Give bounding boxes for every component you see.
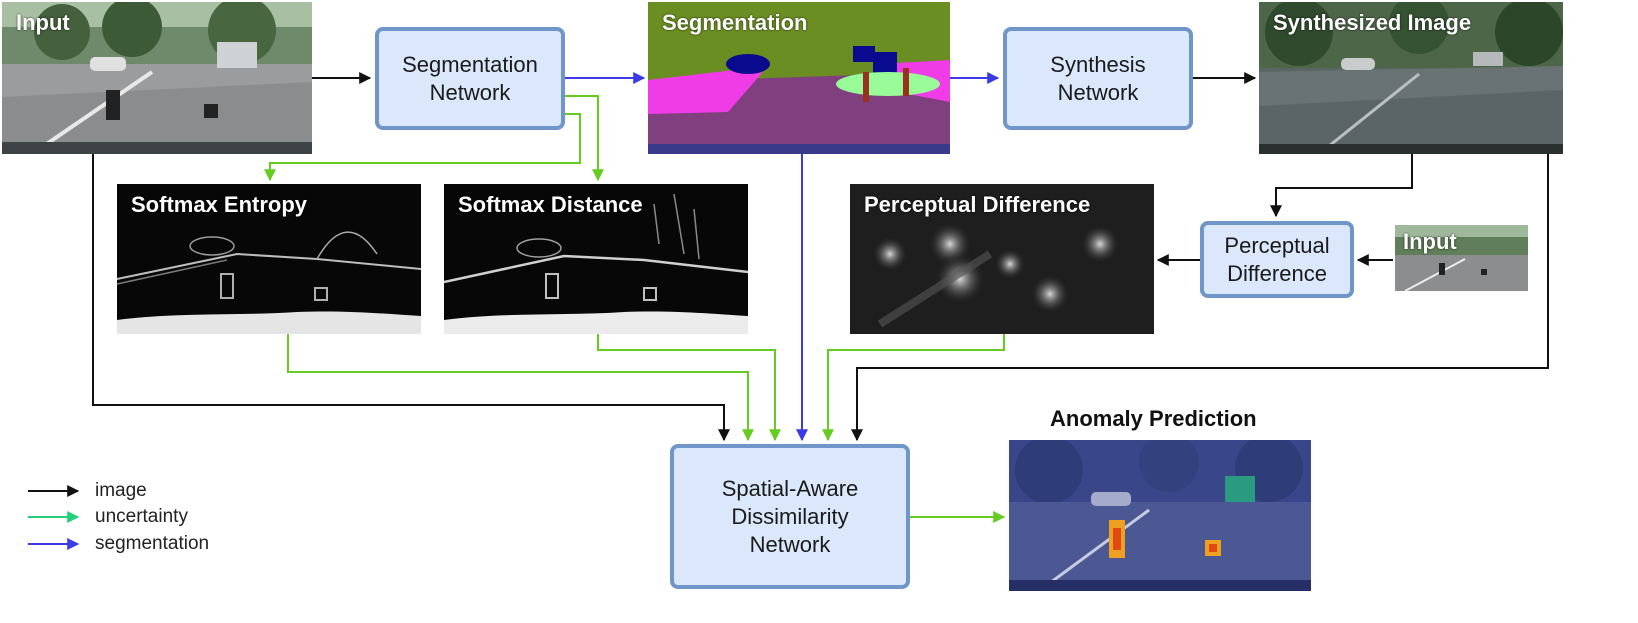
segmentation-network-box: Segmentation Network — [375, 27, 565, 130]
arrow-distance-to-dissimilarity — [597, 334, 781, 442]
synthesized-image: Synthesized Image — [1259, 2, 1563, 154]
perceptual-difference-box: Perceptual Difference — [1200, 221, 1354, 298]
input-small-image: Input — [1395, 225, 1528, 291]
arrow-segnet-to-entropy — [264, 113, 581, 182]
entropy-map-graphic — [117, 184, 421, 334]
arrow-segnet-to-distance — [565, 95, 604, 182]
softmax-distance-image: Softmax Distance — [444, 184, 748, 334]
perceptual-difference-image: Perceptual Difference — [850, 184, 1154, 334]
segmentation-map-graphic — [648, 2, 950, 154]
input-image: Input — [2, 2, 312, 154]
dissimilarity-network-box: Spatial-Aware Dissimilarity Network — [670, 444, 910, 589]
anomaly-map-graphic — [1009, 440, 1311, 591]
synthesis-network-box: Synthesis Network — [1003, 27, 1193, 130]
arrow-perceptual-to-dissimilarity — [822, 334, 1005, 442]
softmax-distance-label: Softmax Distance — [458, 192, 643, 217]
synthesized-scene-graphic — [1259, 2, 1563, 154]
arrow-input-to-dissimilarity — [92, 154, 730, 442]
input-small-image-label: Input — [1403, 229, 1457, 254]
synthesized-image-label: Synthesized Image — [1273, 10, 1472, 35]
anomaly-prediction-image — [1009, 440, 1311, 591]
perceptual-map-graphic — [850, 184, 1154, 334]
distance-map-graphic — [444, 184, 748, 334]
segmentation-image-label: Segmentation — [662, 10, 808, 35]
softmax-entropy-image: Softmax Entropy — [117, 184, 421, 334]
legend-label-image: image — [95, 480, 147, 501]
input-small-scene-graphic — [1395, 225, 1528, 291]
arrow-entropy-to-dissimilarity — [287, 334, 754, 442]
arrow-synthesized-to-dissimilarity — [851, 154, 1549, 442]
arrow-synthesized-to-perceptual — [1270, 154, 1413, 218]
input-image-label: Input — [16, 10, 70, 35]
street-scene-graphic — [2, 2, 312, 154]
legend-label-segmentation: segmentation — [95, 533, 210, 554]
legend-label-uncertainty: uncertainty — [95, 506, 188, 527]
perceptual-difference-image-label: Perceptual Difference — [864, 192, 1091, 217]
segmentation-image: Segmentation — [648, 2, 950, 154]
softmax-entropy-label: Softmax Entropy — [131, 192, 308, 217]
anomaly-prediction-title: Anomaly Prediction — [1050, 406, 1257, 431]
